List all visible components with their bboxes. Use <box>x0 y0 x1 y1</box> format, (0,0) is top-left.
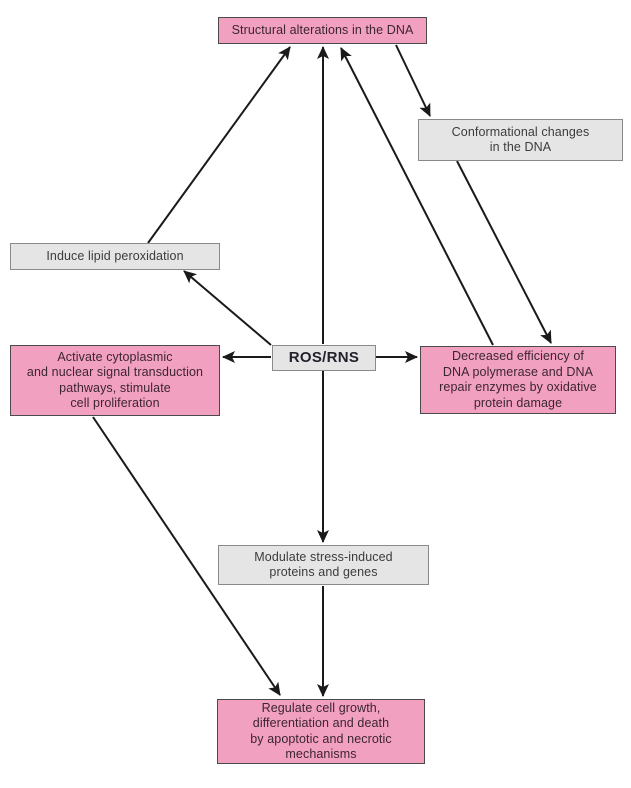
node-conformational-changes: Conformational changes in the DNA <box>418 119 623 161</box>
node-structural-alterations: Structural alterations in the DNA <box>218 17 427 44</box>
arrow-lipid-to-structural <box>147 46 291 244</box>
arrow-conformational-to-decreased <box>456 160 552 344</box>
arrow-structural-to-conformational <box>395 44 431 117</box>
node-decreased-dna-repair: Decreased efficiency of DNA polymerase a… <box>420 346 616 414</box>
node-induce-lipid-peroxidation: Induce lipid peroxidation <box>10 243 220 270</box>
arrow-activate-to-regulate <box>92 416 281 696</box>
node-activate-signal-transduction: Activate cytoplasmic and nuclear signal … <box>10 345 220 416</box>
arrow-ros-to-lipid <box>183 270 272 346</box>
node-regulate-cell-growth: Regulate cell growth, differentiation an… <box>217 699 425 764</box>
node-ros-rns: ROS/RNS <box>272 345 376 371</box>
arrow-decreased-to-structural <box>340 47 494 346</box>
node-modulate-stress-proteins: Modulate stress-induced proteins and gen… <box>218 545 429 585</box>
